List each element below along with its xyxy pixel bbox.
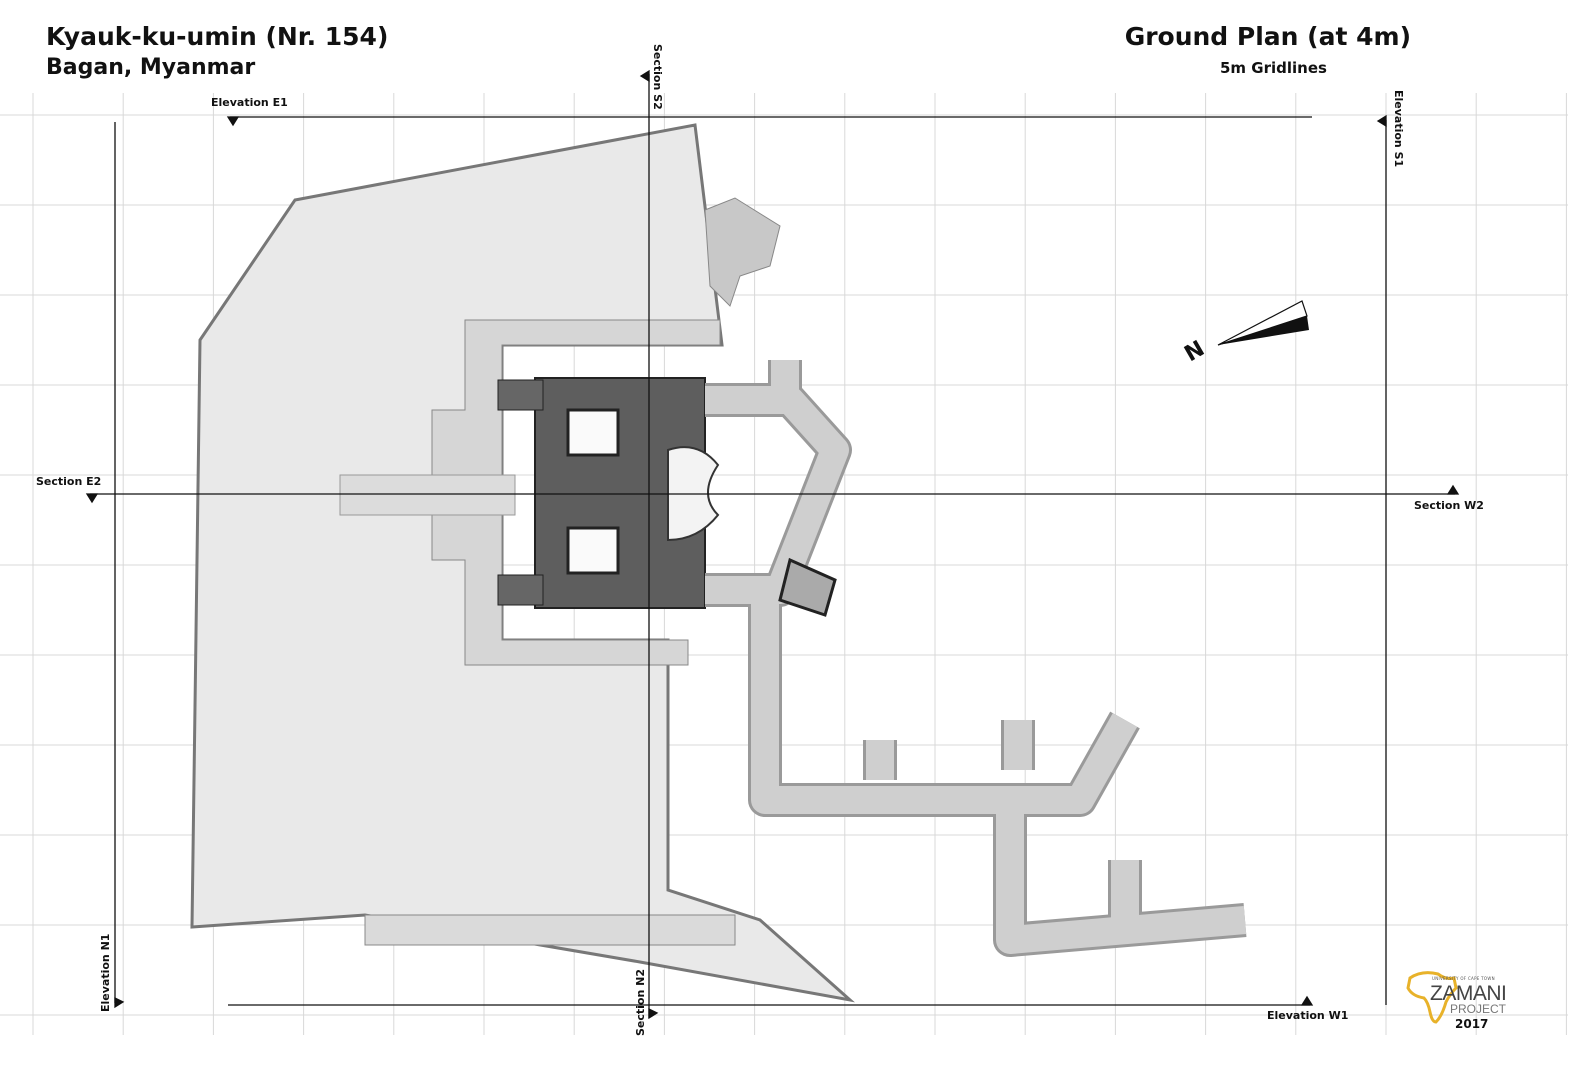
section-e2-label: Section E2: [36, 475, 102, 488]
side-chamber: [778, 557, 837, 617]
shrine-upper: [566, 408, 620, 457]
north-label: N: [1181, 336, 1209, 367]
logo-year: 2017: [1455, 1017, 1489, 1031]
plan-title: Ground Plan (at 4m): [1124, 22, 1411, 51]
logo-project: PROJECT: [1450, 1002, 1507, 1016]
elevation-n1-label: Elevation N1: [99, 933, 112, 1012]
section-n2-label: Section N2: [634, 968, 647, 1036]
logo-university: UNIVERSITY OF CAPE TOWN: [1432, 976, 1495, 981]
stairway: [364, 914, 736, 946]
site-location: Bagan, Myanmar: [46, 55, 256, 80]
section-lines: [85, 69, 1460, 1020]
elevation-w1-label: Elevation W1: [1267, 1009, 1349, 1022]
zamani-logo-africa-icon: [1406, 971, 1458, 1024]
logo-name: ZAMANI: [1430, 982, 1507, 1005]
grid-label: 5m Gridlines: [1220, 59, 1327, 77]
elevation-e1-label: Elevation E1: [211, 96, 288, 109]
north-arrow-icon: N: [1181, 300, 1309, 367]
site-title: Kyauk-ku-umin (Nr. 154): [46, 22, 389, 51]
elevation-s1-label: Elevation S1: [1392, 90, 1405, 168]
tunnels: [705, 360, 1247, 957]
section-s2-label: Section S2: [651, 44, 664, 110]
foliage: [704, 197, 781, 307]
west-approach: [339, 474, 516, 516]
section-w2-label: Section W2: [1414, 499, 1484, 512]
shrine-lower: [566, 526, 620, 575]
zamani-logo: UNIVERSITY OF CAPE TOWN ZAMANI PROJECT 2…: [1398, 968, 1518, 1038]
